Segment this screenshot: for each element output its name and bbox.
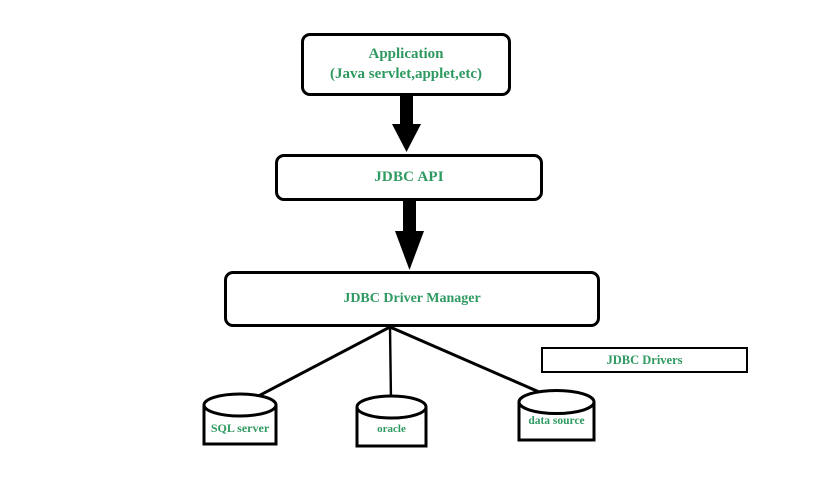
database-sql-server[interactable]: SQL server [201, 392, 279, 450]
connector-app-to-api [392, 96, 421, 152]
node-application[interactable]: Application (Java servlet,applet,etc) [301, 33, 511, 96]
database-data-source[interactable]: data source [516, 388, 597, 445]
node-application-label: Application (Java servlet,applet,etc) [329, 45, 483, 82]
database-oracle[interactable]: oracle [354, 390, 429, 450]
connector-api-to-driver-manager [395, 201, 424, 270]
cylinder-icon [355, 394, 428, 448]
node-jdbc-api[interactable]: JDBC API [275, 154, 543, 201]
node-jdbc-api-label: JDBC API [374, 168, 444, 185]
node-jdbc-drivers-label: JDBC Drivers [606, 352, 683, 367]
node-jdbc-driver-manager[interactable]: JDBC Driver Manager [224, 271, 600, 327]
cylinder-icon [202, 392, 278, 446]
node-jdbc-driver-manager-label: JDBC Driver Manager [343, 290, 481, 306]
cylinder-icon [517, 389, 596, 442]
node-jdbc-drivers[interactable]: JDBC Drivers [541, 347, 748, 373]
